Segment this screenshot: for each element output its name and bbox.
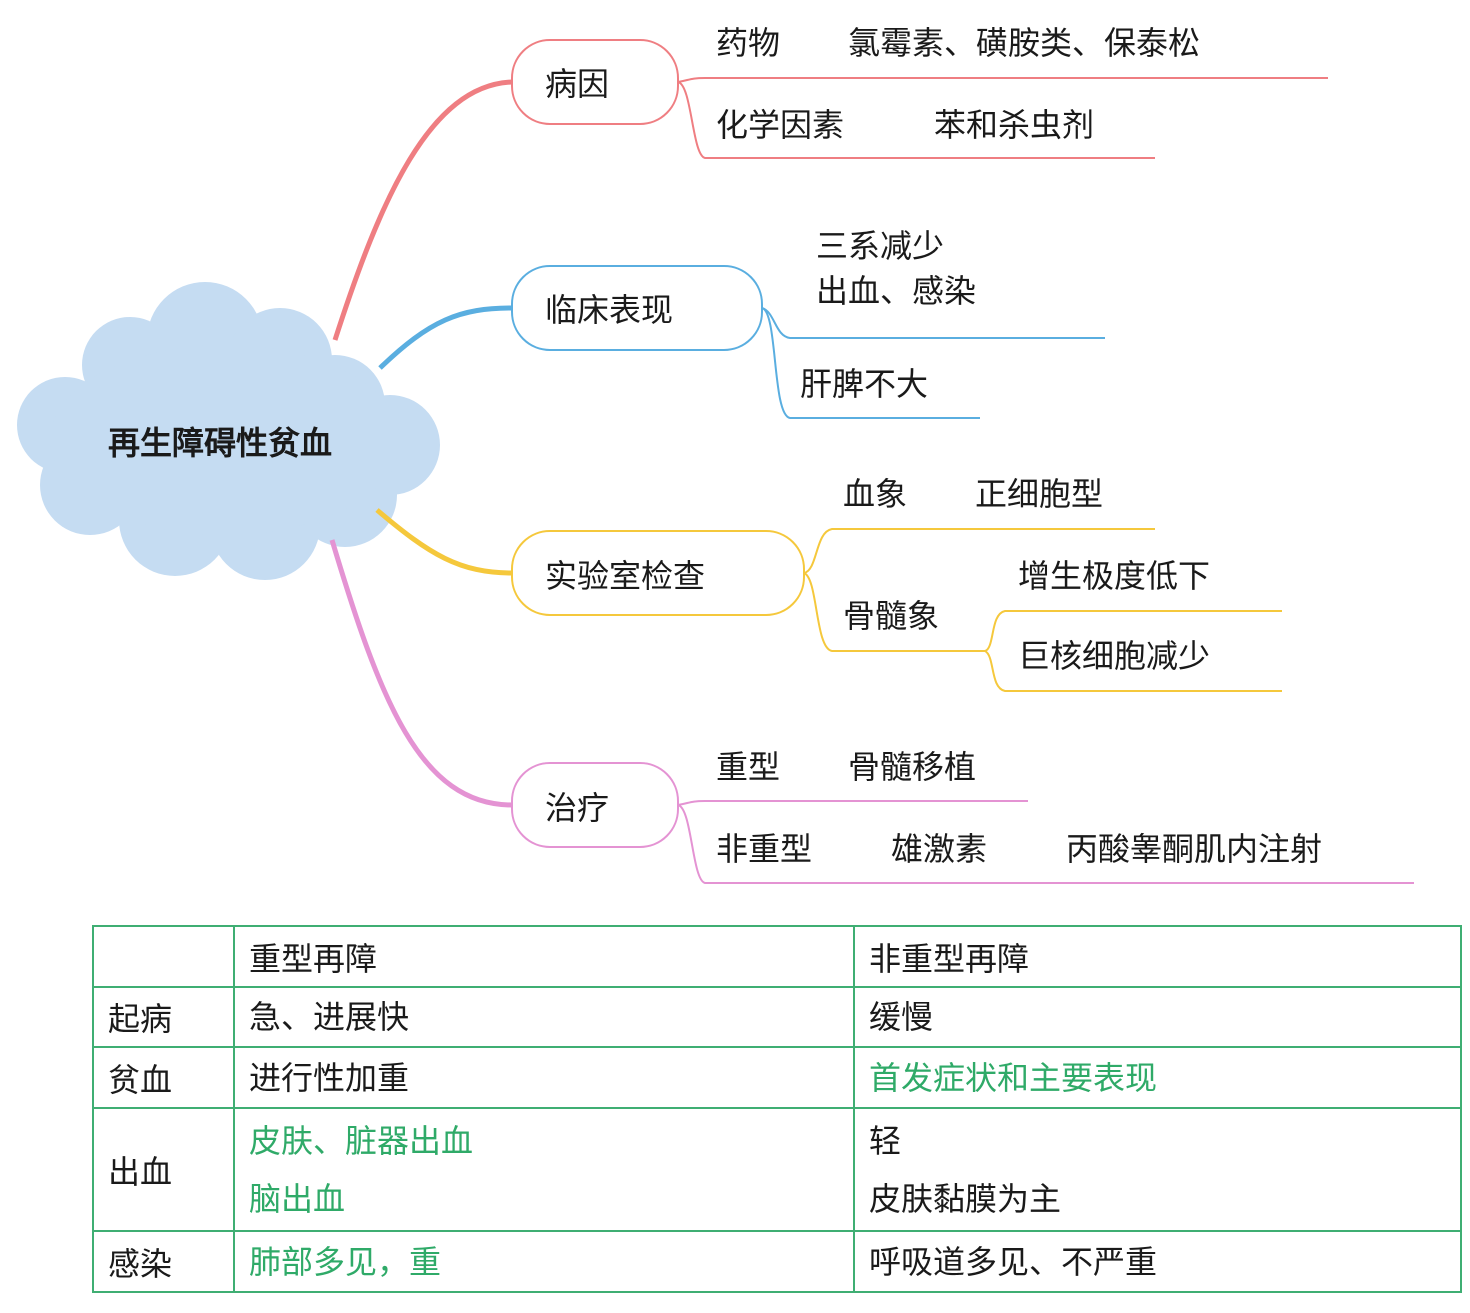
cell-line: 进行性加重: [249, 1058, 410, 1097]
treatment-nonsevere-value: 雄激素: [891, 830, 987, 868]
node-lab-label: 实验室检查: [545, 557, 705, 595]
node-cause-label: 病因: [545, 65, 609, 103]
cell-line: 轻: [869, 1121, 902, 1160]
row-nonsevere-cell: 呼吸道多见、不严重: [853, 1230, 1462, 1293]
root-label: 再生障碍性贫血: [108, 424, 332, 462]
branch-lab: 实验室检查 血象 正细胞型 骨髓象 增生极度低下 巨核细胞减少: [375, 475, 1282, 692]
connector-lab-marrow: [803, 572, 985, 652]
connector-cause-chem: [677, 81, 1155, 159]
table-row: 出血 皮肤、脏器出血 脑出血 轻 皮肤黏膜为主: [92, 1107, 1462, 1232]
header-severe-cell: 重型再障: [233, 925, 855, 988]
connector-clinical: [378, 305, 513, 370]
cell-line-highlight: 皮肤、脏器出血: [249, 1121, 474, 1160]
header-nonsevere-cell: 非重型再障: [853, 925, 1462, 988]
cause-chem-label: 化学因素: [716, 106, 844, 144]
treatment-severe-value: 骨髓移植: [848, 748, 976, 786]
cell-line-highlight: 脑出血: [249, 1179, 346, 1218]
row-nonsevere-cell: 首发症状和主要表现: [853, 1046, 1462, 1109]
row-nonsevere-cell: 缓慢: [853, 986, 1462, 1048]
branch-clinical: 临床表现 三系减少 出血、感染 肝脾不大: [378, 227, 1105, 419]
node-clinical-label: 临床表现: [545, 291, 673, 329]
clinical-item1-line1: 三系减少: [816, 227, 944, 265]
row-label-cell: 出血: [92, 1107, 235, 1232]
clinical-item1-line2: 出血、感染: [816, 272, 976, 310]
connector-clinical-2: [761, 307, 980, 419]
cell-line: 急、进展快: [249, 998, 410, 1036]
comparison-table: 重型再障 非重型再障 起病 急、进展快 缓慢 贫血 进行性加重 首发症状和主要表…: [92, 925, 1462, 1293]
cell-line: 呼吸道多见、不严重: [869, 1242, 1158, 1281]
header-blank-cell: [92, 925, 235, 988]
connector-treatment-severe: [677, 800, 1028, 806]
connector-cause: [332, 79, 513, 341]
treatment-nonsevere-detail: 丙酸睾酮肌内注射: [1066, 830, 1322, 868]
clinical-item2: 肝脾不大: [800, 365, 928, 403]
lab-marrow-label: 骨髓象: [843, 597, 939, 635]
connector-cause-drug: [677, 77, 1328, 83]
row-severe-cell: 皮肤、脏器出血 脑出血: [233, 1107, 855, 1232]
connector-lab-blood: [803, 528, 1155, 574]
mind-map: 再生障碍性贫血 病因 药物 氯霉素、磺胺类、保泰松 化学因素 苯和杀虫剂 临床表…: [17, 24, 1414, 884]
connector-treatment: [329, 539, 513, 808]
node-treatment-label: 治疗: [545, 789, 609, 827]
table-row: 贫血 进行性加重 首发症状和主要表现: [92, 1046, 1462, 1109]
table-row: 感染 肺部多见，重 呼吸道多见、不严重: [92, 1230, 1462, 1293]
cause-drug-value: 氯霉素、磺胺类、保泰松: [848, 24, 1200, 62]
treatment-nonsevere-label: 非重型: [716, 830, 812, 868]
branch-cause: 病因 药物 氯霉素、磺胺类、保泰松 化学因素 苯和杀虫剂: [332, 24, 1328, 341]
table-row: 起病 急、进展快 缓慢: [92, 986, 1462, 1048]
connector-treatment-nonsevere: [677, 804, 1414, 884]
cell-line: 皮肤黏膜为主: [869, 1179, 1062, 1218]
cause-chem-value: 苯和杀虫剂: [934, 106, 1094, 144]
row-severe-cell: 肺部多见，重: [233, 1230, 855, 1293]
treatment-severe-label: 重型: [716, 748, 780, 786]
cell-line-highlight: 肺部多见，重: [249, 1242, 442, 1281]
row-label-cell: 贫血: [92, 1046, 235, 1109]
root-cloud: 再生障碍性贫血: [17, 282, 440, 580]
row-label-cell: 起病: [92, 986, 235, 1048]
connector-lab: [375, 508, 513, 576]
connector-clinical-1: [761, 307, 1105, 339]
cause-drug-label: 药物: [716, 24, 780, 62]
lab-marrow-value1: 增生极度低下: [1018, 557, 1210, 595]
cell-line: 缓慢: [869, 998, 934, 1036]
row-severe-cell: 急、进展快: [233, 986, 855, 1048]
table-header-row: 重型再障 非重型再障: [92, 925, 1462, 988]
lab-blood-label: 血象: [843, 475, 907, 513]
connector-lab-marrow-1: [984, 610, 1282, 652]
row-severe-cell: 进行性加重: [233, 1046, 855, 1109]
lab-marrow-value2: 巨核细胞减少: [1018, 637, 1210, 675]
branch-treatment: 治疗 重型 骨髓移植 非重型 雄激素 丙酸睾酮肌内注射: [329, 539, 1414, 884]
connector-lab-marrow-2: [984, 650, 1282, 692]
row-nonsevere-cell: 轻 皮肤黏膜为主: [853, 1107, 1462, 1232]
row-label-cell: 感染: [92, 1230, 235, 1293]
cell-line-highlight: 首发症状和主要表现: [869, 1058, 1158, 1097]
lab-blood-value: 正细胞型: [975, 475, 1103, 513]
